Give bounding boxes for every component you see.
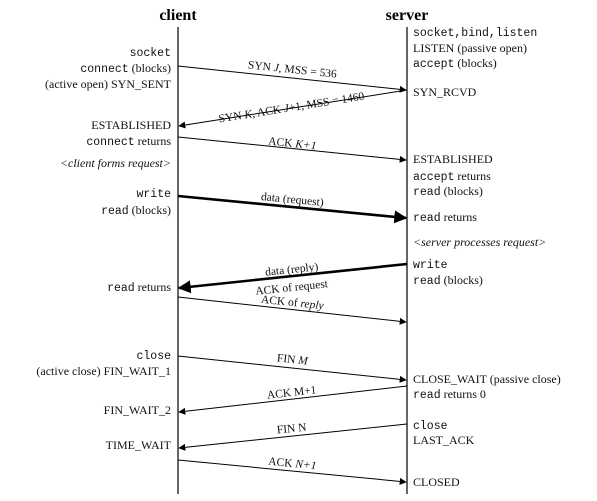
data-reply-arrow (177, 262, 408, 294)
server-label-7: read (blocks) (413, 184, 483, 199)
client-label-12: FIN_WAIT_2 (104, 403, 171, 417)
client-label-5: connect returns (86, 134, 171, 149)
fin-n-arrow (178, 423, 408, 451)
ack-reply-arrow (177, 296, 407, 325)
message-label-5: data (reply) (265, 261, 319, 279)
client-label-1: socket (130, 47, 171, 60)
message-label-8: FIN M (276, 352, 309, 367)
syn-ack-arrow (178, 89, 408, 129)
client-label-2: connect (blocks) (80, 61, 171, 76)
server-label-16: CLOSED (413, 475, 460, 489)
client-label-9: read returns (107, 280, 171, 295)
message-label-2: SYN K, ACK J+1, MSS = 1460 (218, 91, 366, 126)
data-request-arrow (177, 194, 408, 224)
server-label-8: read returns (413, 210, 477, 225)
server-label-1: socket,bind,listen (413, 27, 537, 40)
client-label-11: (active close) FIN_WAIT_1 (36, 364, 171, 378)
client-label-3: (active open) SYN_SENT (45, 77, 172, 91)
server-label-5: ESTABLISHED (413, 152, 493, 166)
server-label-10: write (413, 259, 448, 272)
ack-m-arrow (178, 385, 408, 415)
fin-m-arrow (177, 355, 407, 383)
message-label-10: FIN N (276, 421, 307, 436)
client-label-13: TIME_WAIT (106, 438, 172, 452)
server-label-6: accept returns (413, 169, 491, 184)
ack-n-arrow (177, 459, 407, 485)
server-label-3: accept (blocks) (413, 56, 497, 71)
message-label-11: ACK N+1 (268, 456, 317, 473)
server-label-14: close (413, 420, 448, 433)
client-label-8: read (blocks) (101, 203, 171, 218)
ack-arrow (177, 136, 407, 163)
message-label-1: SYN J, MSS = 536 (247, 59, 337, 80)
server-label-2: LISTEN (passive open) (413, 41, 527, 55)
server-header: server (386, 7, 429, 24)
message-label-3: ACK K+1 (268, 136, 317, 153)
client-label-10: close (136, 350, 171, 363)
server-label-9: <server processes request> (413, 235, 546, 249)
client-label-7: write (136, 188, 171, 201)
message-label-9: ACK M+1 (266, 384, 317, 402)
message-label-7: ACK of reply (260, 294, 325, 313)
client-label-4: ESTABLISHED (91, 118, 171, 132)
server-label-15: LAST_ACK (413, 433, 475, 447)
client-header: client (159, 7, 197, 24)
server-label-13: read returns 0 (413, 387, 486, 402)
client-label-6: <client forms request> (60, 156, 171, 170)
server-label-4: SYN_RCVD (413, 85, 477, 99)
syn-arrow (177, 65, 407, 93)
server-label-11: read (blocks) (413, 273, 483, 288)
server-label-12: CLOSE_WAIT (passive close) (413, 372, 561, 386)
